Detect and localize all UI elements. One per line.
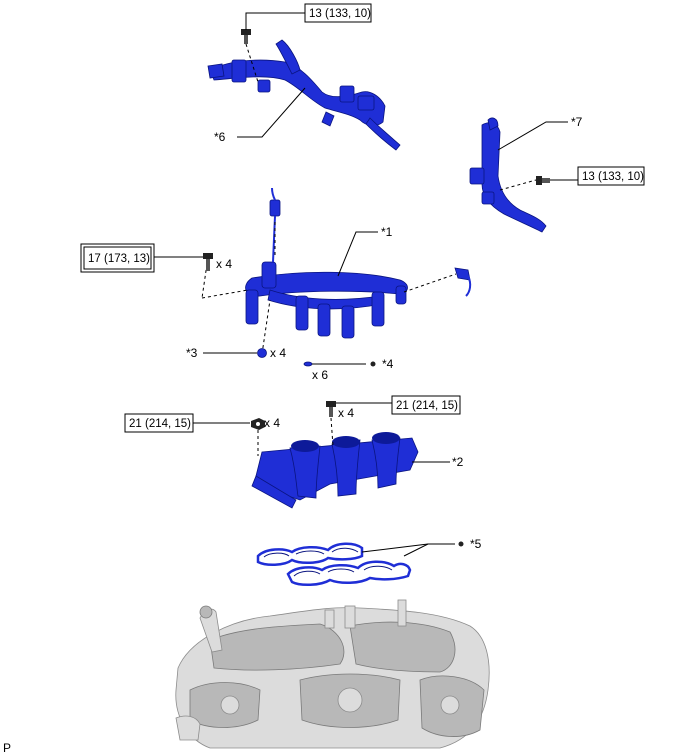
non-reusable-legend-marker: P [3, 741, 11, 755]
qty-manifold-bolts: x 4 [338, 406, 354, 420]
bolt-upper-harness-icon [241, 29, 251, 44]
label-part-2: *2 [452, 455, 464, 469]
torque-box-2: 13 (133, 10) [577, 166, 645, 186]
wire-harness-upper [207, 39, 401, 151]
bolt-manifold-icon [326, 401, 336, 417]
qty-manifold-nuts: x 4 [264, 416, 280, 430]
non-reusable-dot-5 [458, 541, 464, 547]
torque-box-5: 21 (214, 15) [124, 413, 194, 433]
svg-text:17 (173, 13): 17 (173, 13) [88, 253, 150, 265]
label-part-7: *7 [571, 115, 583, 129]
qty-delivery-bolts: x 4 [216, 257, 232, 271]
torque-box-4: 21 (214, 15) [391, 395, 461, 415]
torque-box-1: 13 (133, 10) [304, 3, 372, 23]
label-part-5: *5 [470, 537, 482, 551]
intake-manifold [251, 432, 419, 509]
label-part-6: *6 [214, 130, 226, 144]
svg-text:13 (133, 10): 13 (133, 10) [582, 171, 644, 183]
nut-manifold-icon [251, 418, 265, 430]
intake-gaskets [256, 542, 412, 586]
qty-insulators: x 4 [270, 346, 286, 360]
svg-text:13 (133, 10): 13 (133, 10) [309, 8, 371, 20]
non-reusable-dot-4 [370, 361, 376, 367]
bolt-right-harness-icon [536, 176, 550, 185]
label-part-3: *3 [186, 346, 198, 360]
svg-text:21 (214, 15): 21 (214, 15) [396, 400, 458, 412]
insulator-icon [257, 348, 267, 358]
bolt-delivery-pipe-icon [203, 253, 213, 271]
qty-orings: x 6 [312, 368, 328, 382]
fuel-delivery-pipe [245, 187, 472, 339]
o-ring-icon [303, 361, 313, 367]
wire-harness-right [469, 117, 547, 233]
label-part-1: *1 [381, 225, 393, 239]
engine-block [175, 599, 490, 749]
torque-box-3: 17 (173, 13) [80, 243, 155, 273]
label-part-4: *4 [382, 357, 394, 371]
svg-text:21 (214, 15): 21 (214, 15) [129, 418, 191, 430]
